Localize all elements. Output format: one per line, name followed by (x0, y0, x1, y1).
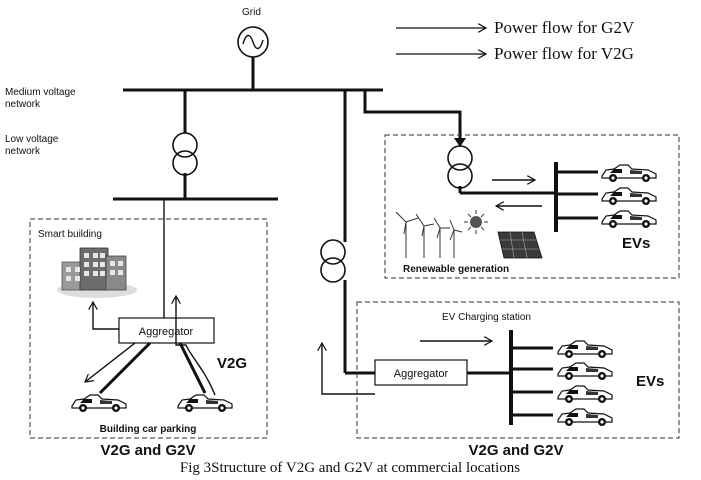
building-v2g-label: V2G (217, 355, 247, 372)
building-aggregator (118, 317, 215, 344)
renewable-box: EVs Renewable generation (384, 134, 680, 279)
building-ev-2 (177, 394, 233, 413)
charging-evs-label: EVs (636, 373, 664, 390)
renewable-feeder (363, 90, 466, 147)
low-voltage-label-1: Low voltage (5, 134, 59, 145)
legend: Power flow for G2V Power flow for V2G (396, 18, 635, 63)
legend-g2v-label: Power flow for G2V (494, 18, 635, 37)
renewable-ev-1 (601, 164, 657, 183)
transformer-building (172, 132, 198, 176)
smart-building-title: Smart building (38, 229, 102, 240)
charging-ev-3 (557, 385, 613, 404)
legend-v2g-label: Power flow for V2G (494, 44, 634, 63)
smart-building-branch: Low voltage network (5, 90, 278, 201)
charging-aggregator-label: Aggregator (394, 368, 449, 380)
building-aggregator-label: Aggregator (139, 326, 194, 338)
charging-bottom-label: V2G and G2V (468, 442, 563, 459)
charging-station-title: EV Charging station (442, 312, 531, 323)
charging-station-feeder (320, 90, 375, 375)
building-bottom-label: V2G and G2V (100, 442, 195, 459)
renewable-generation-label: Renewable generation (403, 264, 509, 275)
grid-label: Grid (242, 7, 261, 18)
charging-aggregator (374, 359, 468, 386)
figure-caption: Fig 3Structure of V2G and G2V at commerc… (180, 460, 520, 476)
sun-icon (464, 210, 488, 234)
renewable-evs-label: EVs (622, 235, 650, 252)
building-parking-label: Building car parking (100, 424, 197, 435)
smart-building-icon (57, 247, 137, 298)
charging-ev-4 (557, 408, 613, 427)
wind-turbine-icon (395, 211, 463, 258)
transformer-charging (320, 239, 346, 283)
renewable-ev-3 (601, 210, 657, 229)
transformer-renewable (447, 145, 473, 189)
smart-building-box: Smart building Aggregator V2G (29, 199, 268, 439)
medium-voltage-network: Medium voltage network (5, 87, 383, 110)
charging-station-box: EV Charging station Aggregator EVs (322, 301, 680, 439)
solar-panel-icon (497, 231, 543, 259)
building-ev-1 (71, 394, 127, 413)
medium-voltage-label-2: network (5, 99, 41, 110)
renewable-ev-2 (601, 187, 657, 206)
low-voltage-label-2: network (5, 146, 41, 157)
charging-ev-2 (557, 362, 613, 381)
medium-voltage-label-1: Medium voltage (5, 87, 76, 98)
grid-source: Grid (237, 7, 269, 90)
charging-ev-1 (557, 340, 613, 359)
